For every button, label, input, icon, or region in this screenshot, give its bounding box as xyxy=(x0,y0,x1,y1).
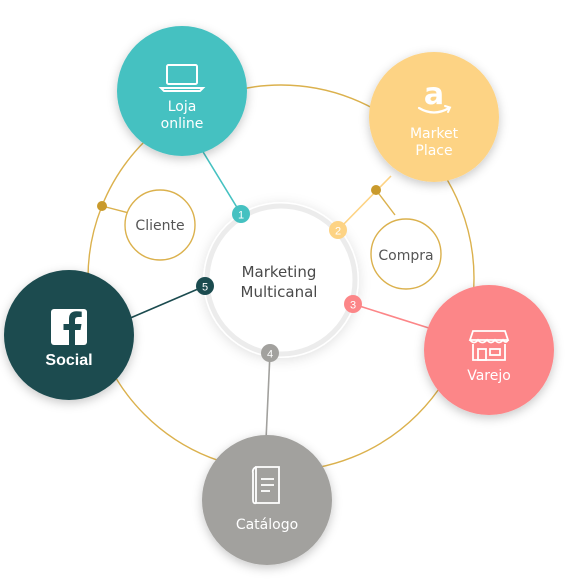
center-title-line1: Marketing xyxy=(242,263,317,281)
badge-2: 2 xyxy=(329,221,347,239)
ring-dot-cliente xyxy=(97,201,107,211)
badge-4-number: 4 xyxy=(267,349,273,361)
amazon-logo-icon: a xyxy=(417,77,452,114)
badge-2-number: 2 xyxy=(335,226,341,238)
svg-text:a: a xyxy=(424,77,444,112)
channel-3-label: Varejo xyxy=(467,368,511,384)
note-cliente-label: Cliente xyxy=(135,218,184,234)
badge-5-number: 5 xyxy=(202,282,208,294)
channel-varejo: Varejo xyxy=(424,285,554,415)
badge-3-number: 3 xyxy=(350,300,356,312)
note-connector-compra xyxy=(375,189,396,216)
note-compra-label: Compra xyxy=(378,248,433,264)
channel-1-label-line1: Loja xyxy=(168,99,197,115)
channel-4-label: Catálogo xyxy=(236,517,298,533)
channel-loja-online: Loja online xyxy=(117,26,247,156)
connector-1 xyxy=(196,141,242,215)
connector-5 xyxy=(127,285,206,320)
note-compra: Compra xyxy=(370,218,442,290)
badge-1: 1 xyxy=(232,205,250,223)
badge-4: 4 xyxy=(261,344,279,362)
storefront-icon xyxy=(468,330,510,361)
catalog-book-icon xyxy=(251,466,280,505)
badge-1-number: 1 xyxy=(238,210,244,222)
badge-5: 5 xyxy=(196,277,214,295)
badge-3: 3 xyxy=(344,295,362,313)
laptop-icon xyxy=(158,64,206,92)
channel-1-label-line2: online xyxy=(161,116,204,132)
channel-2-label-line1: Market xyxy=(410,126,459,142)
channel-2-label-line2: Place xyxy=(415,143,452,159)
connector-3 xyxy=(352,303,433,330)
channel-social: Social xyxy=(4,270,134,400)
connector-4 xyxy=(265,352,271,441)
ring-dot-compra xyxy=(371,185,381,195)
channel-5-label: Social xyxy=(45,352,92,369)
note-cliente: Cliente xyxy=(124,189,196,261)
center-title-line2: Multicanal xyxy=(241,283,318,301)
channel-market-place: a Market Place xyxy=(369,52,499,182)
channel-catalogo: Catálogo xyxy=(202,435,332,565)
facebook-icon xyxy=(51,309,87,345)
connector-2 xyxy=(337,175,392,231)
